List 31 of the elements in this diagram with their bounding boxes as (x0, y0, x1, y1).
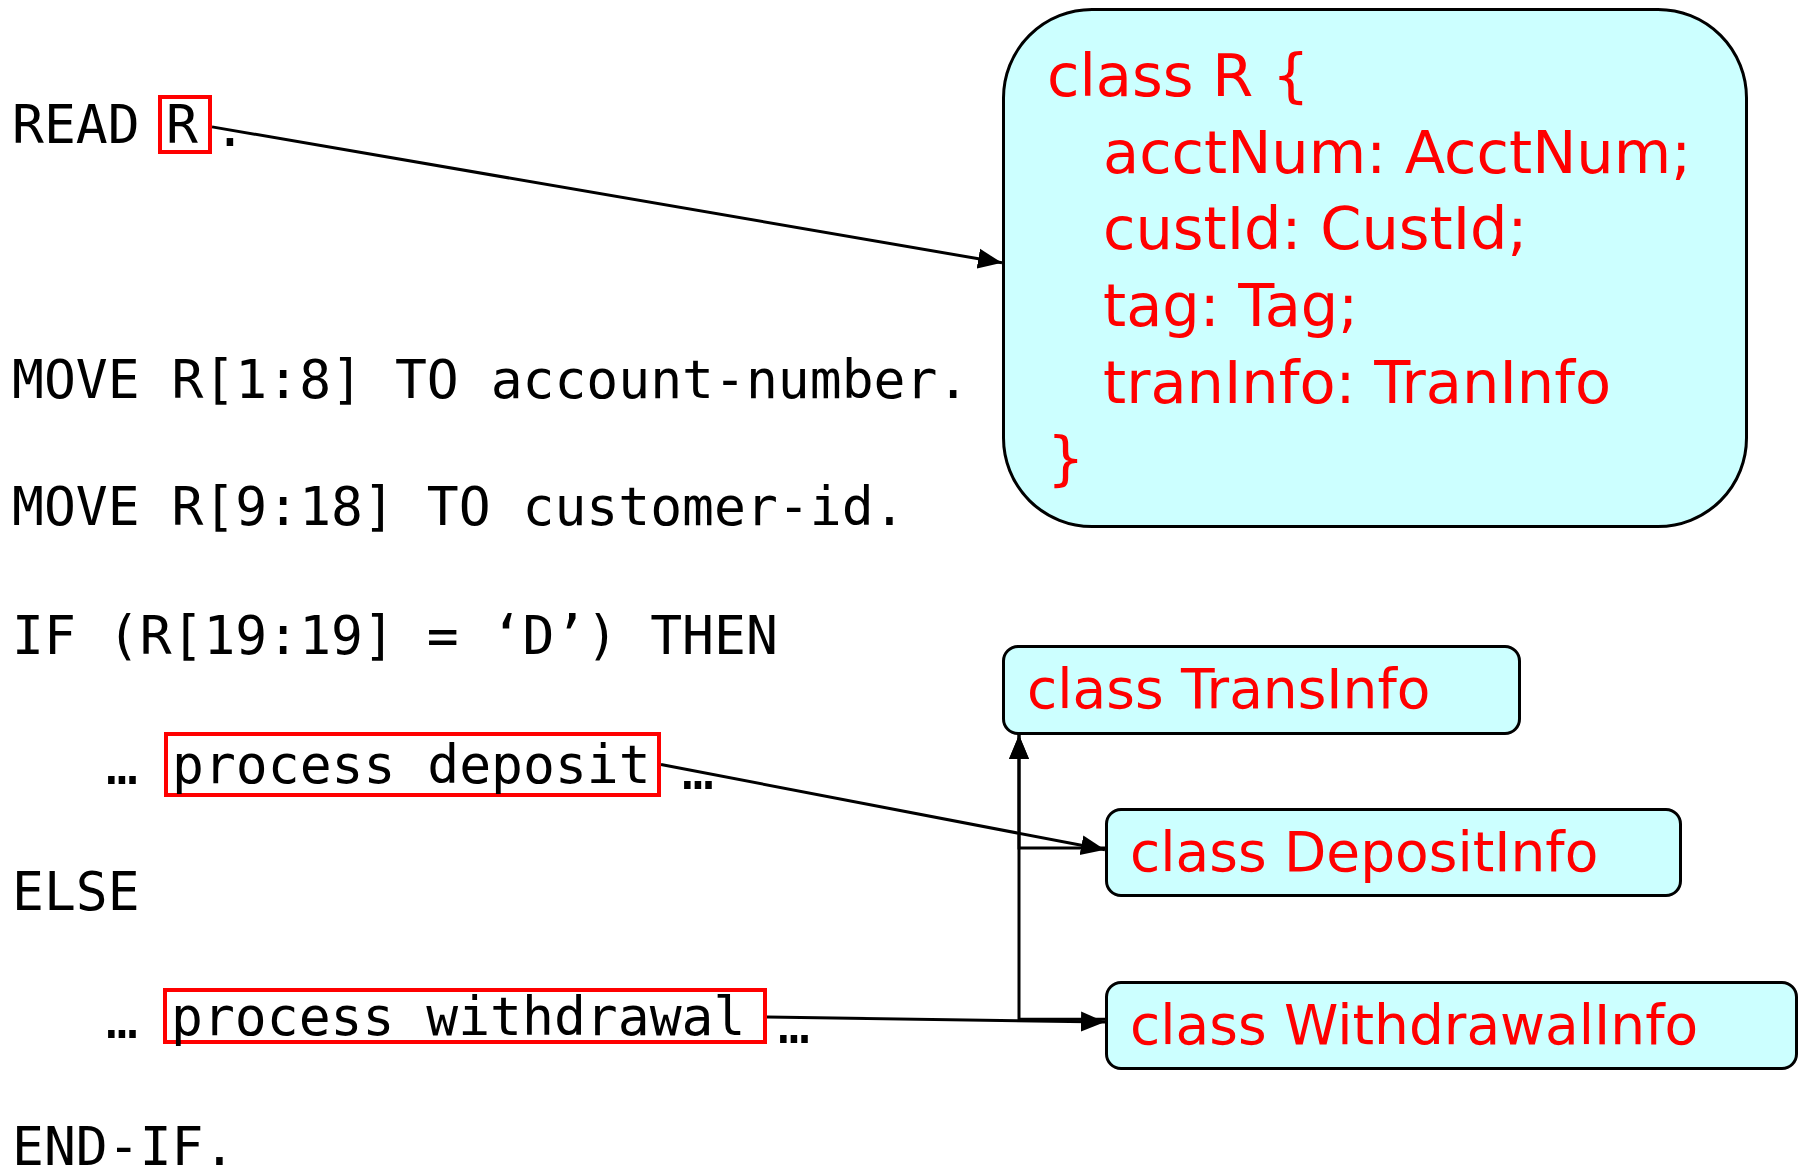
code-text: READ (12, 97, 140, 151)
arrow (211, 125, 1003, 269)
class-box (1002, 645, 1521, 735)
class-box (1002, 8, 1748, 528)
class-code-text: class R { (1047, 39, 1311, 112)
highlight-box: process withdrawal (163, 988, 767, 1044)
class-code-text: acctNum: AcctNum; (1102, 116, 1692, 189)
highlight-box: process deposit (164, 732, 661, 797)
code-text: … (778, 997, 810, 1051)
class-code-text: custId: CustId; (1102, 193, 1529, 266)
class-box (1105, 981, 1798, 1070)
class-code-text: tranInfo: TranInfo (1102, 346, 1613, 419)
code-text: … (682, 743, 714, 797)
highlight-box: R (158, 95, 212, 154)
code-text: . (214, 100, 246, 154)
class-box (1105, 808, 1682, 897)
arrow (766, 1011, 1106, 1032)
arrow (1009, 735, 1105, 1021)
code-text: … (106, 738, 138, 792)
code-text: … (106, 992, 138, 1046)
class-code-text: class WithdrawalInfo (1130, 991, 1700, 1059)
class-code-text: } (1047, 423, 1086, 496)
class-code-text: tag: Tag; (1102, 270, 1360, 342)
code-text: ELSE (12, 864, 140, 918)
code-text: END-IF. (12, 1119, 236, 1171)
code-text: MOVE R[9:18] TO customer-id. (12, 479, 906, 533)
class-code-text: class DepositInfo (1130, 818, 1600, 886)
code-text: MOVE R[1:8] TO account-number. (12, 352, 970, 406)
code-text: IF (R[19:19] = ‘D’) THEN (12, 608, 778, 662)
arrow (660, 763, 1106, 856)
class-code-text: class TransInfo (1027, 656, 1432, 724)
